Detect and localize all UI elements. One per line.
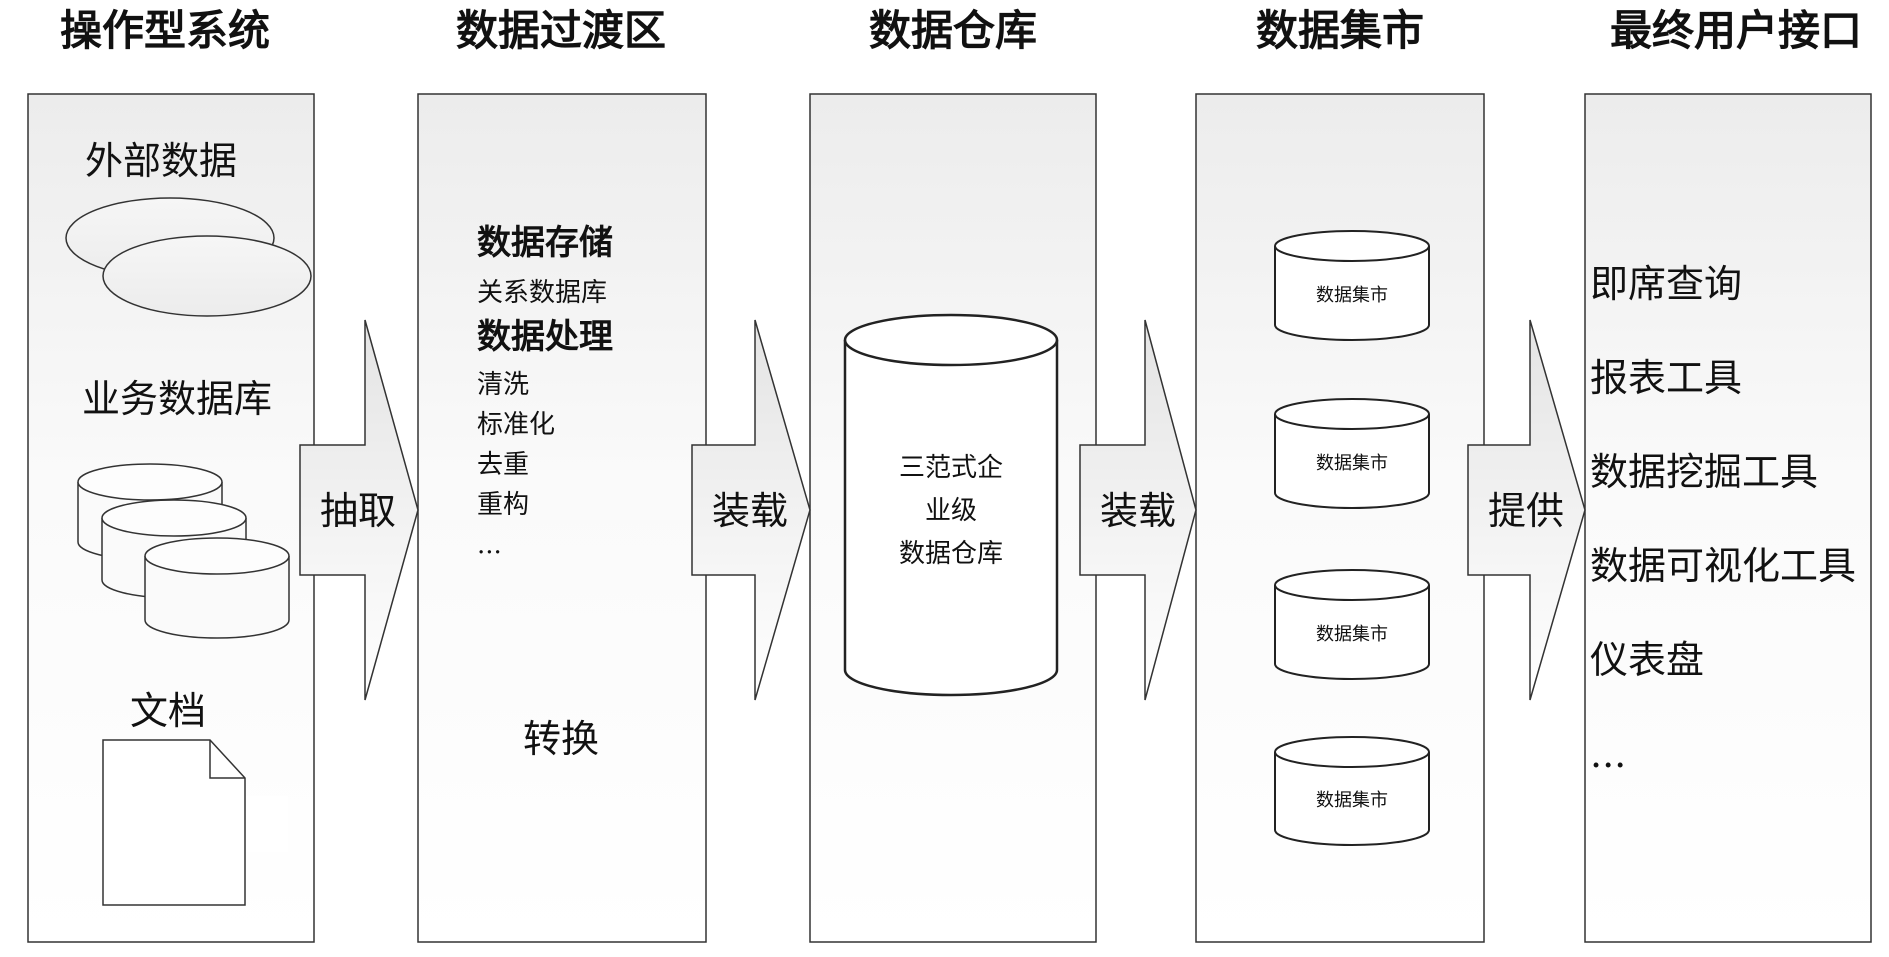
- data-warehouse-cylinder: [843, 313, 1059, 697]
- data-mart-label: 数据集市: [1316, 285, 1388, 306]
- step-item: ...: [477, 530, 502, 560]
- header-data-marts: 数据集市: [1255, 6, 1425, 55]
- arrow-load-2: [1079, 319, 1197, 701]
- arrow-load-1: [691, 319, 811, 701]
- dw-text-line: 数据仓库: [898, 539, 1004, 569]
- dw-text-line: 业级: [924, 496, 978, 526]
- end-user-item: 报表工具: [1590, 356, 1743, 400]
- end-user-item: 仪表盘: [1590, 638, 1705, 682]
- data-mart-label: 数据集市: [1316, 453, 1388, 474]
- step-item: 清洗: [477, 370, 530, 400]
- step-item: 标准化: [477, 410, 556, 440]
- data-storage-title: 数据存储: [477, 223, 613, 263]
- header-operational-systems: 操作型系统: [59, 6, 271, 55]
- arrow-provide-label: 提供: [1487, 489, 1565, 533]
- relational-db-label: 关系数据库: [477, 278, 608, 308]
- arrow-load-2-label: 装载: [1099, 489, 1177, 533]
- data-mart-label: 数据集市: [1316, 790, 1388, 811]
- data-mart-cylinder-1: [1274, 230, 1430, 341]
- column-end-user-interface: [1584, 93, 1872, 943]
- dw-text-line: 三范式企: [898, 453, 1004, 483]
- data-mart-cylinder-2: [1274, 398, 1430, 509]
- step-item: 重构: [477, 490, 530, 520]
- end-user-item: 数据可视化工具: [1590, 544, 1857, 588]
- end-user-item: 即席查询: [1590, 262, 1743, 306]
- document-icon: [102, 739, 246, 906]
- header-end-user-interface: 最终用户接口: [1609, 6, 1863, 55]
- document-label: 文档: [130, 689, 207, 733]
- data-mart-cylinder-4: [1274, 736, 1430, 846]
- column-staging-area: [417, 93, 707, 943]
- step-item: 去重: [477, 450, 530, 480]
- external-data-label: 外部数据: [85, 139, 238, 183]
- arrow-load-1-label: 装载: [711, 489, 789, 533]
- white-patch: [246, 796, 288, 852]
- arrow-extract: [299, 319, 419, 701]
- header-data-warehouse: 数据仓库: [868, 6, 1038, 55]
- end-user-item: 数据挖掘工具: [1590, 450, 1819, 494]
- arrow-provide: [1467, 319, 1586, 701]
- data-mart-label: 数据集市: [1316, 624, 1388, 645]
- external-data-oval-front: [102, 235, 312, 317]
- business-db-cylinder-3: [144, 537, 290, 639]
- transform-label: 转换: [522, 717, 600, 761]
- business-db-label: 业务数据库: [82, 377, 273, 421]
- data-processing-title: 数据处理: [477, 317, 613, 357]
- end-user-item: ...: [1590, 732, 1627, 776]
- arrow-extract-label: 抽取: [319, 489, 397, 533]
- header-staging-area: 数据过渡区: [455, 6, 667, 55]
- data-mart-cylinder-3: [1274, 569, 1430, 680]
